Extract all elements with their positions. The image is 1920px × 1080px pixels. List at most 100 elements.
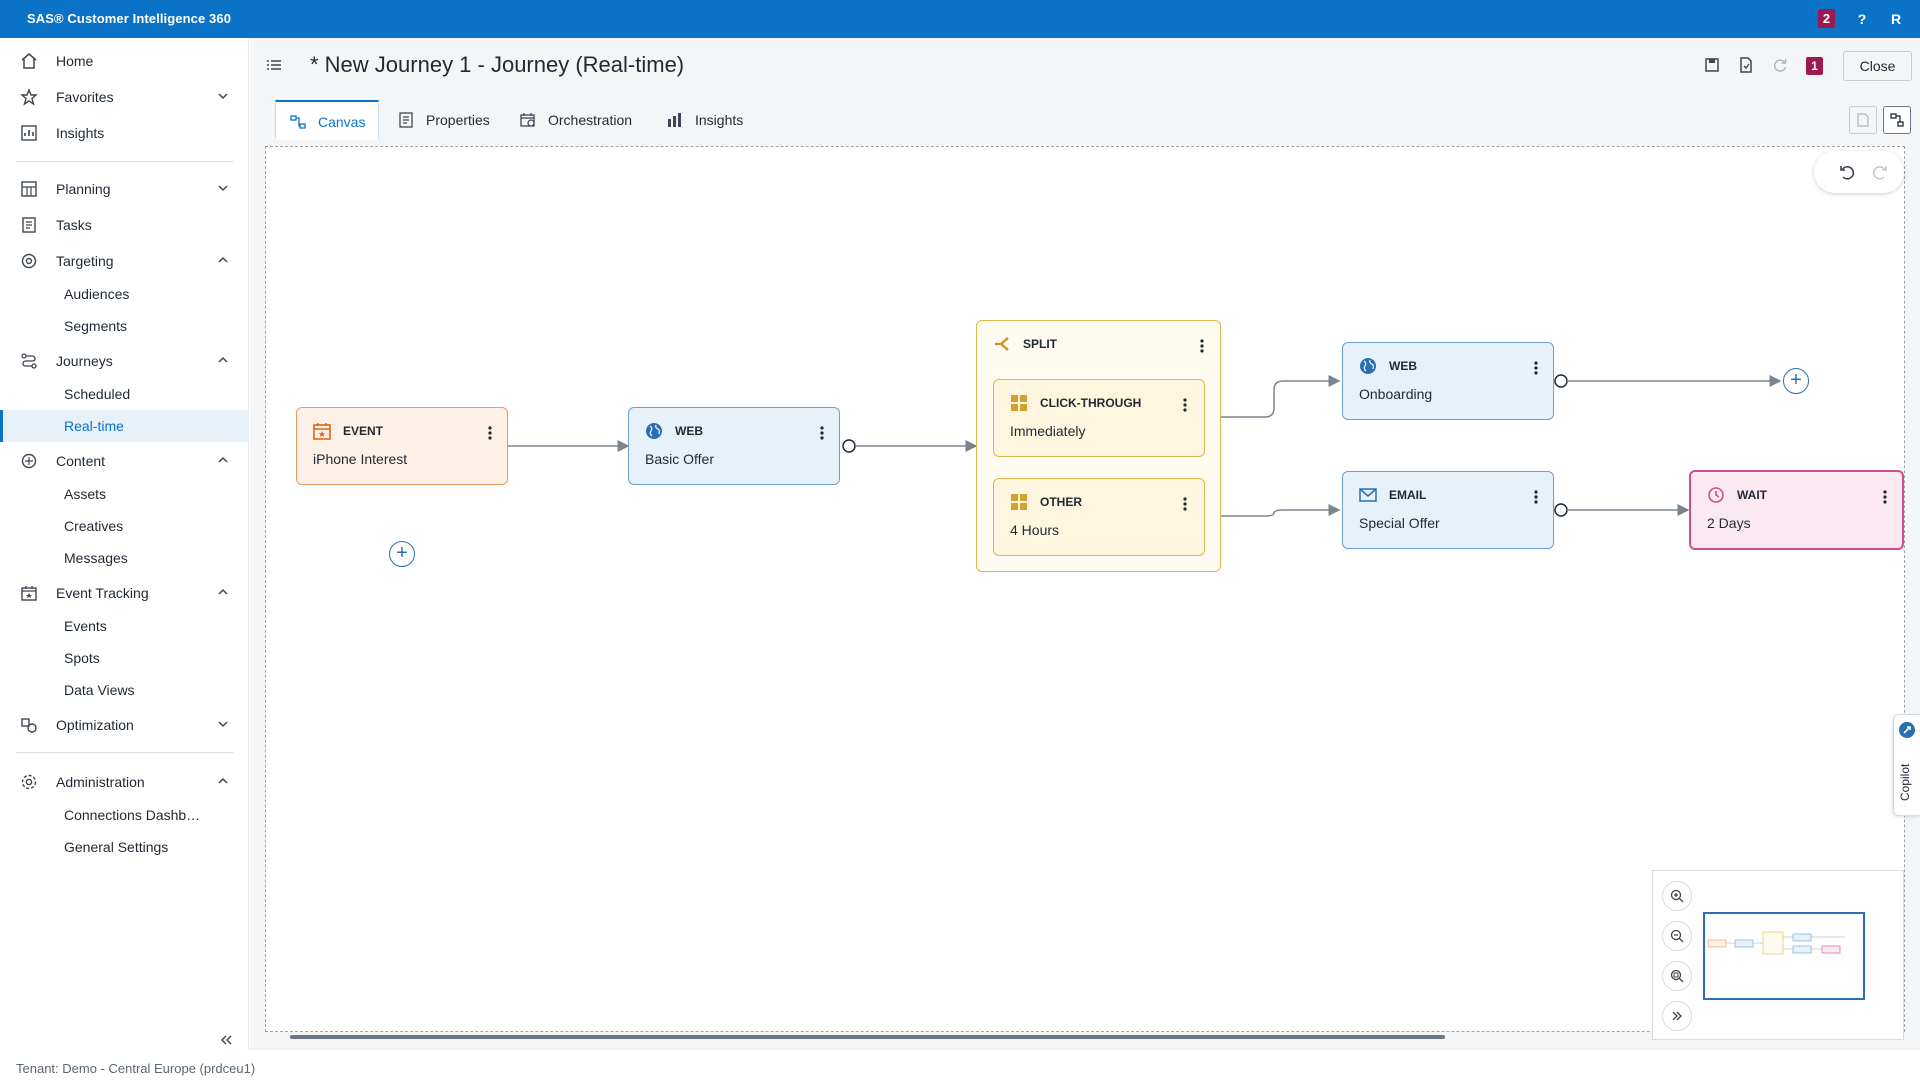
sidebar-item-journeys[interactable]: Journeys [0,344,249,378]
user-avatar[interactable]: R [1890,11,1902,27]
sidebar-item-planning[interactable]: Planning [0,172,249,206]
sidebar-item-content[interactable]: Content [0,444,249,478]
node-branch-click-through[interactable]: CLICK-THROUGH Immediately [993,379,1205,457]
chevron-up-icon[interactable] [215,252,231,268]
sidebar-subitem-messages[interactable]: Messages [0,542,249,574]
sidebar-item-label: Event Tracking [56,585,149,601]
help-icon[interactable]: ? [1857,11,1867,27]
list-view-button[interactable] [1849,106,1877,134]
sidebar-subitem-data-views[interactable]: Data Views [0,674,249,706]
notifications-badge[interactable]: 2 [1818,9,1835,28]
sidebar-subitem-creatives[interactable]: Creatives [0,510,249,542]
chevron-down-icon[interactable] [215,180,231,196]
sidebar-item-tasks[interactable]: Tasks [0,208,249,242]
node-type: WEB [1389,359,1417,373]
zoom-fit-button[interactable] [1662,961,1692,991]
journey-canvas[interactable] [265,146,1905,1032]
star-icon [20,88,38,106]
node-web-onboarding[interactable]: WEB Onboarding [1342,342,1554,420]
node-branch-other[interactable]: OTHER 4 Hours [993,478,1205,556]
sidebar-subitem-spots[interactable]: Spots [0,642,249,674]
tenant-info: Tenant: Demo - Central Europe (prdceu1) [16,1061,256,1076]
more-vertical-icon[interactable] [485,424,495,442]
content-icon [21,453,37,469]
sidebar-item-event-tracking[interactable]: Event Tracking [0,576,249,610]
refresh-icon [1773,59,1787,72]
tab-orchestration[interactable]: Orchestration [506,100,656,140]
chevron-up-icon[interactable] [215,773,231,789]
sidebar-subitem-real-time[interactable]: Real-time [0,410,249,442]
node-email-special-offer[interactable]: EMAIL Special Offer [1342,471,1554,549]
expand-minimap-button[interactable] [1662,1001,1692,1031]
tab-label: Canvas [318,114,366,130]
more-vertical-icon[interactable] [1180,495,1190,513]
chevron-up-icon[interactable] [215,452,231,468]
tab-canvas[interactable]: Canvas [275,100,379,140]
chevron-down-icon[interactable] [215,88,231,104]
issues-badge[interactable]: 1 [1806,57,1823,75]
sidebar-subitem-events[interactable]: Events [0,610,249,642]
sidebar-item-targeting[interactable]: Targeting [0,244,249,278]
sidebar-subitem-assets[interactable]: Assets [0,478,249,510]
optimization-icon [21,718,37,733]
node-event[interactable]: EVENT iPhone Interest [296,407,508,485]
sidebar-item-label: Journeys [56,353,113,369]
more-vertical-icon[interactable] [817,424,827,442]
save-icon[interactable] [1703,56,1721,74]
collapse-sidebar-icon[interactable] [218,1032,234,1048]
minimap-viewport[interactable] [1703,912,1865,1000]
sidebar-subitem-segments[interactable]: Segments [0,310,249,342]
sidebar-subitem-general-settings[interactable]: General Settings [0,831,249,863]
calendar-star-icon [313,423,331,440]
connector-click-onboarding [1205,375,1341,418]
sidebar: Home Favorites Insights Planning Tasks T… [0,38,249,1050]
node-name: iPhone Interest [313,451,408,467]
validate-icon[interactable] [1737,56,1755,74]
node-web-basic-offer[interactable]: WEB Basic Offer [628,407,840,485]
top-bar: SAS® Customer Intelligence 360 2 ? R [0,0,1920,38]
close-button[interactable]: Close [1843,51,1912,81]
more-vertical-icon[interactable] [1880,488,1890,506]
connector-other-email [1205,504,1341,517]
globe-icon [1360,358,1376,374]
insights-icon [21,125,37,141]
tab-insights[interactable]: Insights [653,100,763,140]
undo-icon[interactable] [1837,162,1857,182]
more-vertical-icon[interactable] [1197,337,1207,355]
chevron-up-icon[interactable] [215,584,231,600]
sidebar-subitem-connections-dashboard[interactable]: Connections Dashb… [0,799,249,831]
properties-icon [399,112,413,128]
sidebar-item-administration[interactable]: Administration [0,765,249,799]
node-name: 2 Days [1707,515,1751,531]
more-vertical-icon[interactable] [1531,359,1541,377]
node-name: Basic Offer [645,451,714,467]
sidebar-item-favorites[interactable]: Favorites [0,80,249,114]
add-node-button[interactable]: + [389,541,415,567]
chevron-down-icon[interactable] [215,716,231,732]
more-vertical-icon[interactable] [1531,488,1541,506]
zoom-in-button[interactable] [1662,881,1692,911]
copilot-panel-tab[interactable]: Copilot [1893,714,1920,816]
sidebar-subitem-label: Audiences [64,286,130,302]
journeys-icon [21,353,37,369]
sidebar-subitem-scheduled[interactable]: Scheduled [0,378,249,410]
sidebar-item-home[interactable]: Home [0,44,249,78]
more-vertical-icon[interactable] [1180,396,1190,414]
chevron-up-icon[interactable] [215,352,231,368]
clock-icon [1708,487,1724,503]
list-menu-icon[interactable] [265,56,283,74]
sidebar-item-optimization[interactable]: Optimization [0,708,249,742]
sidebar-item-label: Tasks [56,217,92,233]
node-wait[interactable]: WAIT 2 Days [1689,470,1904,550]
canvas-view-button[interactable] [1883,106,1911,134]
add-node-button[interactable]: + [1783,368,1809,394]
node-type: CLICK-THROUGH [1040,396,1142,410]
horizontal-scrollbar[interactable] [290,1035,1445,1039]
tab-properties[interactable]: Properties [384,100,504,140]
sidebar-item-label: Home [56,53,94,69]
sidebar-subitem-audiences[interactable]: Audiences [0,278,249,310]
sidebar-item-insights[interactable]: Insights [0,116,249,150]
tab-label: Insights [695,112,744,128]
zoom-out-button[interactable] [1662,921,1692,951]
node-name: 4 Hours [1010,522,1060,538]
